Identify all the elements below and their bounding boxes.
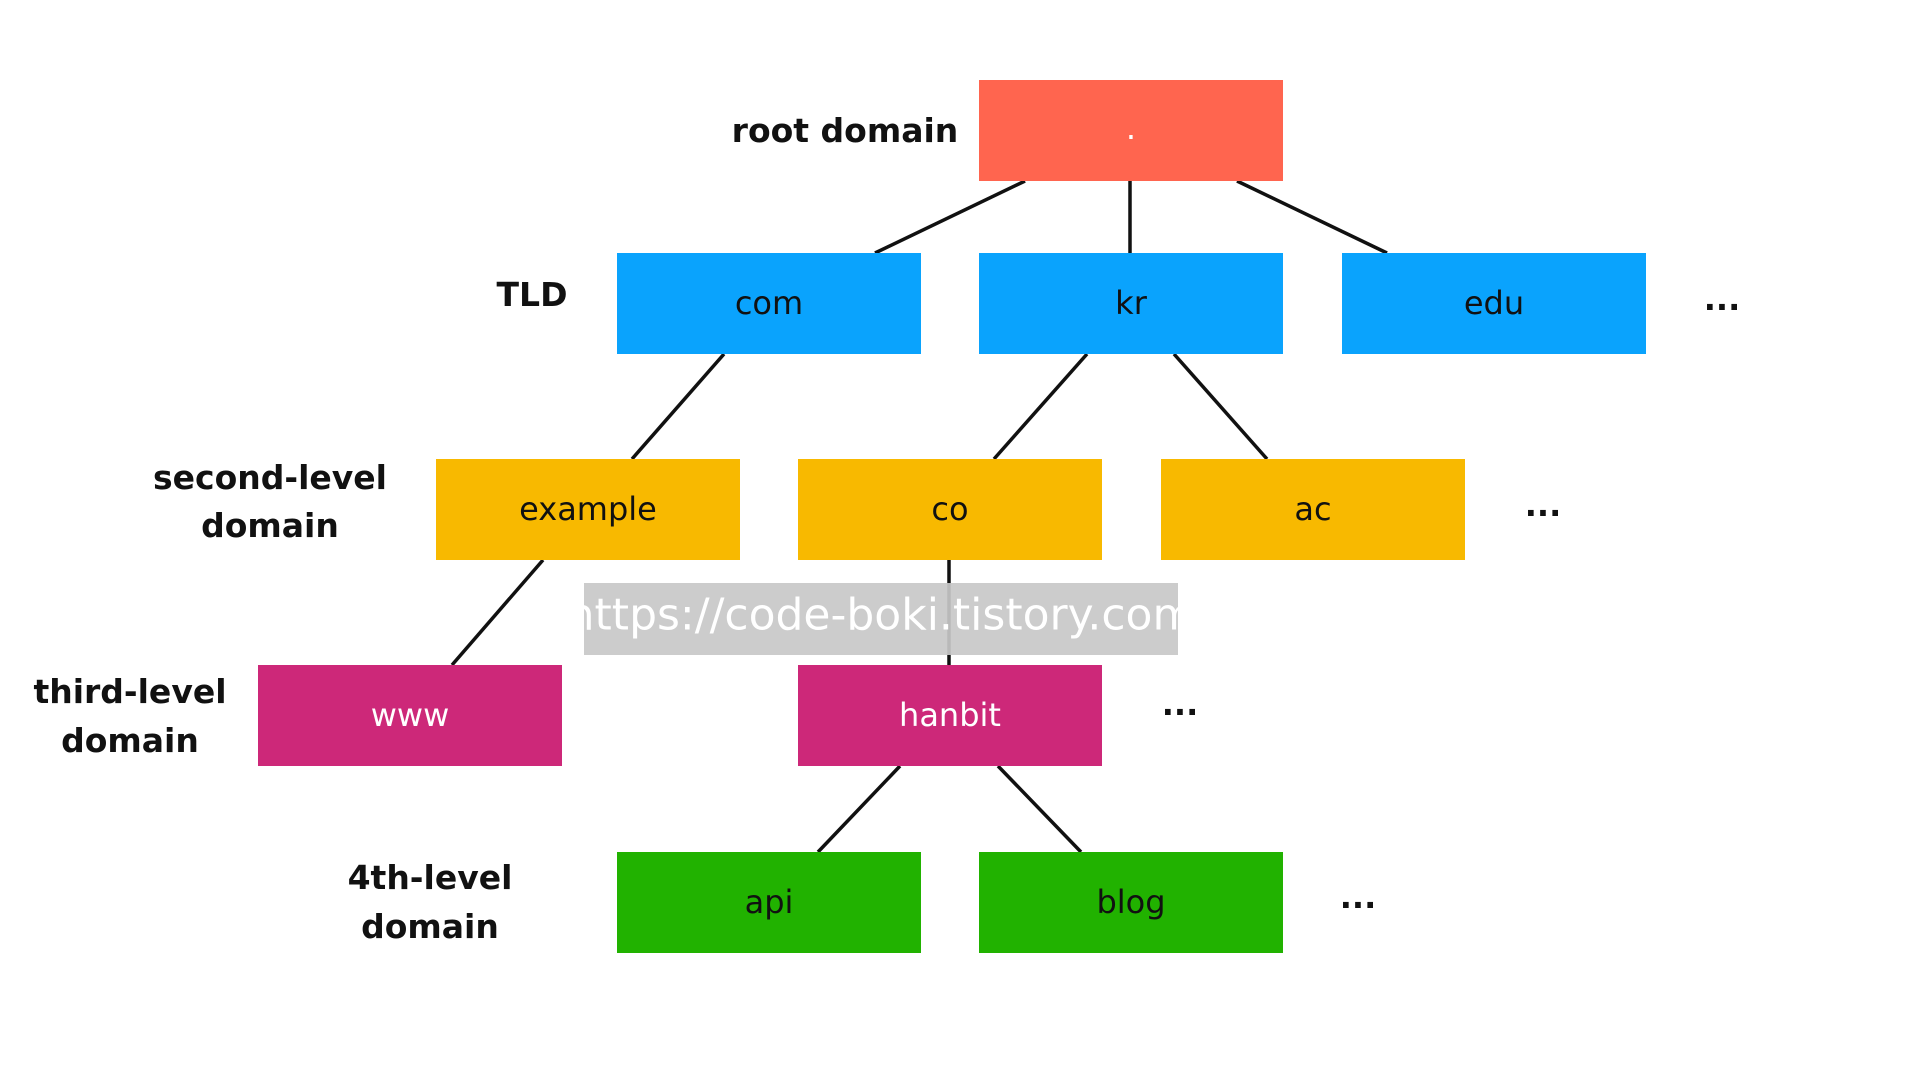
node-co-box — [798, 459, 1102, 560]
edge-kr-ac — [1172, 352, 1269, 461]
node-example-label: example — [519, 490, 657, 528]
node-hanbit-box — [798, 665, 1102, 766]
level-label-fourth-line1: 4th-level — [348, 858, 513, 897]
ellipsis-fourth-level: ... — [1340, 878, 1376, 916]
watermark-background — [584, 583, 1178, 655]
watermark-text: https://code-boki.tistory.com — [567, 590, 1196, 641]
node-root-box — [979, 80, 1283, 181]
node-hanbit-label: hanbit — [899, 696, 1001, 734]
node-root-label: . — [1126, 109, 1136, 147]
ellipses: ... ... ... ... — [1162, 280, 1740, 916]
node-co-label: co — [931, 490, 968, 528]
root-level-nodes: . — [979, 80, 1283, 181]
level-label-second-line2: domain — [201, 506, 339, 545]
node-example-box — [436, 459, 740, 560]
node-com-label: com — [735, 284, 803, 322]
level-label-root: root domain — [732, 111, 959, 150]
fourth-level-nodes: api blog — [617, 852, 1283, 953]
level-labels: root domain TLD second-level domain thir… — [33, 111, 958, 946]
edge-root-com — [874, 179, 1026, 255]
edge-hanbit-api — [816, 764, 902, 854]
node-blog-label: blog — [1096, 883, 1165, 921]
level-label-tld: TLD — [497, 275, 568, 314]
level-label-fourth-line2: domain — [361, 907, 499, 946]
node-api-label: api — [745, 883, 794, 921]
edge-kr-co — [992, 352, 1089, 461]
node-edu-box — [1342, 253, 1646, 354]
node-edu-label: edu — [1464, 284, 1524, 322]
edge-root-edu — [1236, 179, 1388, 255]
edge-hanbit-blog — [996, 764, 1083, 854]
node-kr-label: kr — [1115, 284, 1148, 322]
node-www-label: www — [371, 696, 450, 734]
node-api-box — [617, 852, 921, 953]
edge-example-www — [450, 558, 545, 667]
node-kr-box — [979, 253, 1283, 354]
level-label-second-line1: second-level — [153, 458, 387, 497]
node-www-box — [258, 665, 562, 766]
node-blog-box — [979, 852, 1283, 953]
level-label-third-line2: domain — [61, 721, 199, 760]
third-level-nodes: www hanbit — [258, 665, 1102, 766]
node-ac-box — [1161, 459, 1465, 560]
level-label-third-line1: third-level — [33, 672, 226, 711]
edge-com-example — [630, 352, 726, 461]
node-com-box — [617, 253, 921, 354]
ellipsis-third-level: ... — [1162, 685, 1198, 723]
ellipsis-tld: ... — [1704, 280, 1740, 318]
ellipsis-second-level: ... — [1525, 486, 1561, 524]
watermark: https://code-boki.tistory.com — [567, 583, 1196, 655]
node-ac-label: ac — [1294, 490, 1331, 528]
tld-level-nodes: com kr edu — [617, 253, 1646, 354]
edges — [450, 179, 1388, 854]
second-level-nodes: example co ac — [436, 459, 1465, 560]
